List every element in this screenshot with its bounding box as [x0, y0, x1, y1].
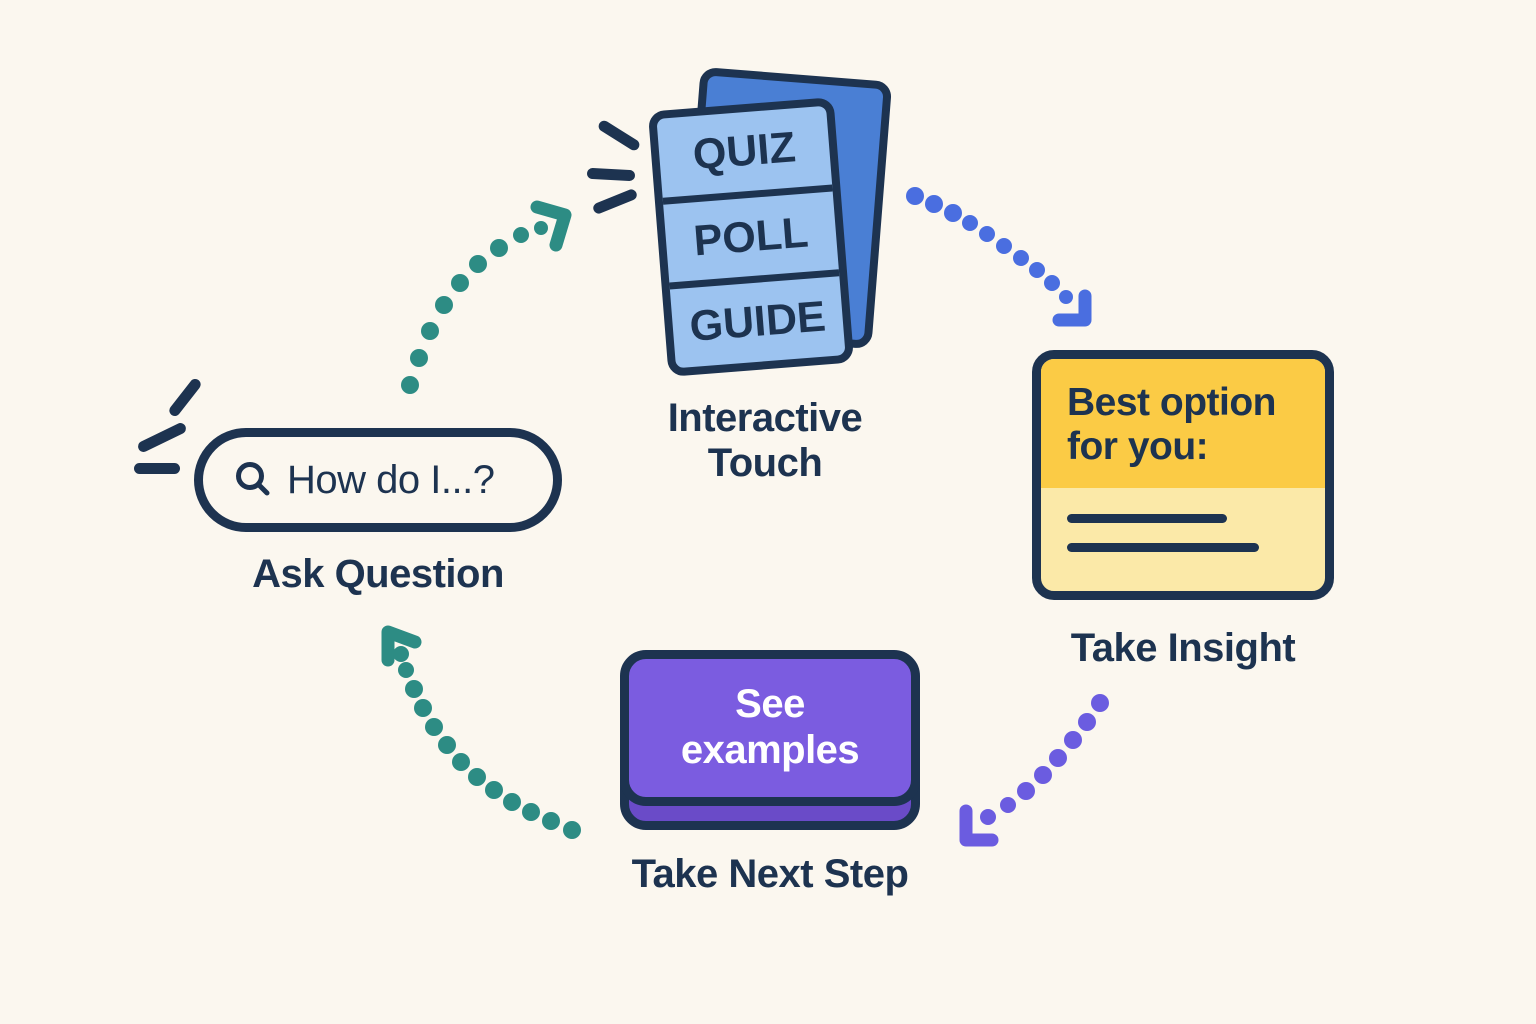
- card-stack[interactable]: QUIZ POLL GUIDE: [640, 60, 920, 400]
- search-input[interactable]: How do I...?: [194, 428, 562, 532]
- search-input-value: How do I...?: [287, 457, 495, 502]
- connector-touch-to-insight: [906, 187, 1092, 327]
- connector-ask-to-touch: [401, 200, 572, 394]
- step-label-take-next-step: Take Next Step: [631, 852, 909, 896]
- search-icon: [233, 459, 273, 504]
- card-row-guide[interactable]: GUIDE: [669, 269, 846, 369]
- card-row-poll[interactable]: POLL: [662, 184, 839, 283]
- connector-next-to-ask: [381, 625, 581, 839]
- insight-body: [1041, 488, 1325, 591]
- card-front-layer[interactable]: QUIZ POLL GUIDE: [647, 97, 855, 377]
- insight-heading: Best option for you:: [1041, 359, 1325, 488]
- sparkle-line-icon: [134, 463, 180, 474]
- insight-placeholder-line: [1067, 542, 1259, 552]
- see-examples-button[interactable]: See examples: [620, 650, 920, 806]
- next-step-button-group[interactable]: See examples: [620, 650, 920, 830]
- insight-placeholder-line: [1067, 513, 1227, 523]
- connector-insight-to-next: [959, 694, 1109, 847]
- step-label-ask-question: Ask Question: [252, 552, 504, 596]
- insight-card[interactable]: Best option for you:: [1032, 350, 1334, 600]
- step-label-take-insight: Take Insight: [1070, 626, 1296, 670]
- step-label-interactive-touch: Interactive Touch: [667, 396, 863, 485]
- card-row-quiz[interactable]: QUIZ: [691, 123, 798, 180]
